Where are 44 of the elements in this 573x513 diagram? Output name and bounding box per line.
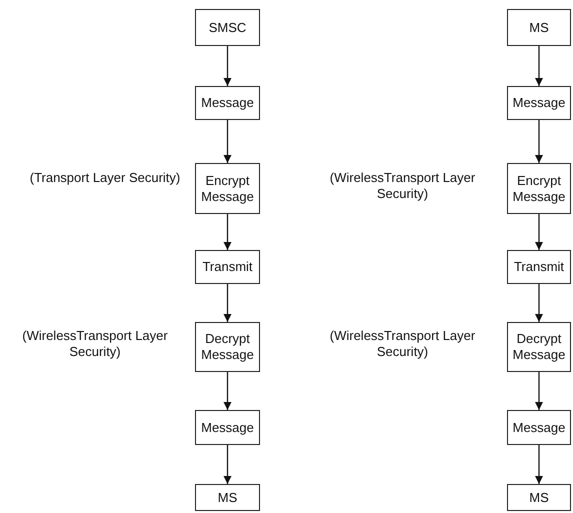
process-box [507,322,571,372]
process-box [195,322,260,372]
box-label: MS [529,20,549,36]
box-label: SMSC [208,20,246,36]
arrow [535,120,543,163]
box-label: MS [218,490,238,506]
box-label: Encrypt Message [512,172,566,204]
process-box [195,86,260,120]
arrow [535,214,543,250]
process-box [507,484,571,511]
arrow [224,284,232,322]
box-label: Transmit [202,259,253,275]
process-box [507,9,571,46]
process-box [507,86,571,120]
process-box [507,250,571,284]
box-label: Transmit [514,259,564,275]
process-box [195,484,260,511]
box-label: MS [529,490,549,506]
arrow [224,445,232,484]
box-label: Message [201,95,254,111]
arrow [535,284,543,322]
process-box [195,9,260,46]
arrow [535,372,543,410]
box-label: Message [512,420,566,436]
arrow [224,372,232,410]
box-label: Message [201,420,254,436]
annotation-text: (WirelessTransport Layer Security) [21,328,169,360]
arrow [224,120,232,163]
annotation-text: (WirelessTransport Layer Security) [328,170,476,202]
arrow [535,445,543,484]
box-label: Encrypt Message [200,172,255,204]
arrow [224,214,232,250]
process-box [195,410,260,445]
annotation-text: (WirelessTransport Layer Security) [328,328,476,360]
annotation-text: (Transport Layer Security) [28,170,182,186]
arrow [535,46,543,86]
box-label: Message [512,95,566,111]
box-label: Decrypt Message [200,331,255,363]
process-box [507,163,571,214]
process-box [195,163,260,214]
process-box [507,410,571,445]
box-label: Decrypt Message [512,331,566,363]
process-box [195,250,260,284]
arrow [224,46,232,86]
